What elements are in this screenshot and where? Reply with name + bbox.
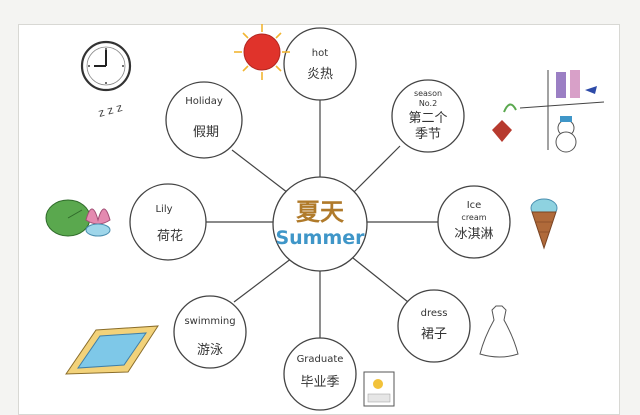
hot-zh: 炎热 [307,67,333,82]
season-zh2: 季节 [415,127,441,142]
sticker-icon [363,371,395,407]
lily-pad-icon [45,199,111,237]
ice-cream-icon [530,198,558,250]
node-circles [129,27,511,411]
season-en2: No.2 [419,99,437,108]
node-lily [129,183,207,261]
clock-icon [80,40,132,92]
swimming-zh: 游泳 [197,343,223,358]
connectors [206,98,438,340]
node-icecream [437,185,511,259]
lily-en: Lily [155,204,172,215]
season-en1: season [414,89,442,98]
dress-en: dress [421,308,448,319]
seasons-doodle-icon [492,70,605,153]
graduate-en: Graduate [297,354,344,365]
node-holiday [165,81,243,159]
holiday-zh: 假期 [193,125,219,140]
node-season [391,79,465,153]
season-zh1: 第二个 [408,111,447,126]
node-dress [397,289,471,363]
dress-zh: 裙子 [421,327,447,342]
pool-icon [65,325,159,375]
sun-icon [234,24,290,80]
swimming-en: swimming [184,316,235,327]
icecream-en1: Ice [467,200,482,211]
center-node [272,176,368,272]
dress-icon [479,305,519,358]
connector-holiday [231,149,293,197]
node-graduate [283,337,357,411]
icecream-zh: 冰淇淋 [454,227,493,242]
center-title-zh: 夏天 [296,198,344,226]
icecream-en2: cream [461,213,486,222]
graduate-zh: 毕业季 [300,375,339,390]
lily-zh: 荷花 [157,228,183,244]
sleep-doodle: z z z [97,101,124,120]
connector-swimming [233,257,293,303]
node-hot [283,27,357,101]
connector-dress [347,253,409,303]
center-title-en: Summer [275,227,365,249]
hot-en: hot [312,48,328,59]
node-swimming [173,295,247,369]
holiday-en: Holiday [185,96,223,107]
connector-season [345,145,401,201]
